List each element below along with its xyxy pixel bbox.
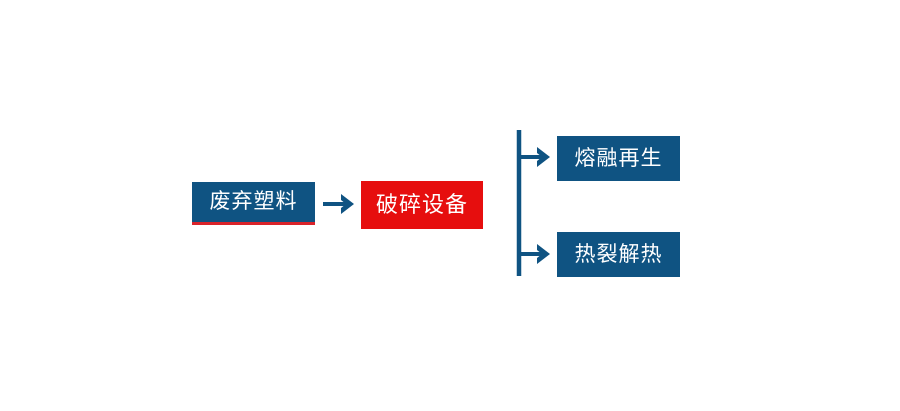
right-arrow-icon: [323, 194, 354, 214]
node-outcome-top-label: 熔融再生: [574, 147, 663, 170]
connector-source-to-process: [322, 189, 358, 219]
node-source-waste-plastic[interactable]: 废弃塑料: [192, 182, 315, 225]
node-outcome-melt-regeneration[interactable]: 熔融再生: [557, 136, 680, 181]
node-process-label: 破碎设备: [375, 192, 468, 217]
node-source-label: 废弃塑料: [209, 190, 298, 213]
branch-connector-icon: [516, 130, 550, 276]
connector-process-branch: [508, 126, 562, 281]
node-outcome-pyrolysis[interactable]: 热裂解热: [557, 232, 680, 277]
node-outcome-bottom-label: 热裂解热: [574, 243, 663, 266]
node-process-crusher[interactable]: 破碎设备: [361, 181, 483, 229]
